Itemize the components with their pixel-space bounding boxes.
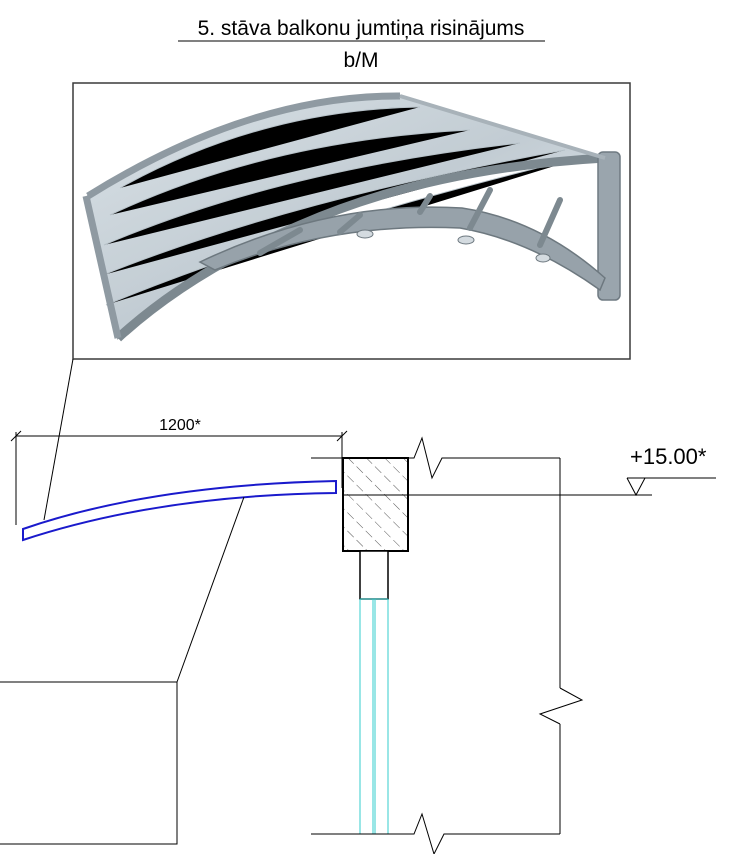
wall-outline [311,436,584,854]
product-photo [72,82,631,360]
dimension-1200: 1200* [10,417,348,525]
note-leader-line [176,496,245,683]
elevation-marker: +15.00* [342,444,716,497]
drawing-title: 5. stāva balkonu jumtiņa risinājums [198,17,525,40]
elevation-label: +15.00* [630,444,707,469]
drawing-subtitle: b/M [343,49,378,72]
canopy-illustration [82,92,621,342]
canopy-section [22,479,337,542]
slab-section [342,457,409,600]
note-box [0,681,178,845]
photo-leader-line [43,358,74,521]
glass-panel [359,598,389,834]
dimension-label: 1200* [159,417,201,434]
